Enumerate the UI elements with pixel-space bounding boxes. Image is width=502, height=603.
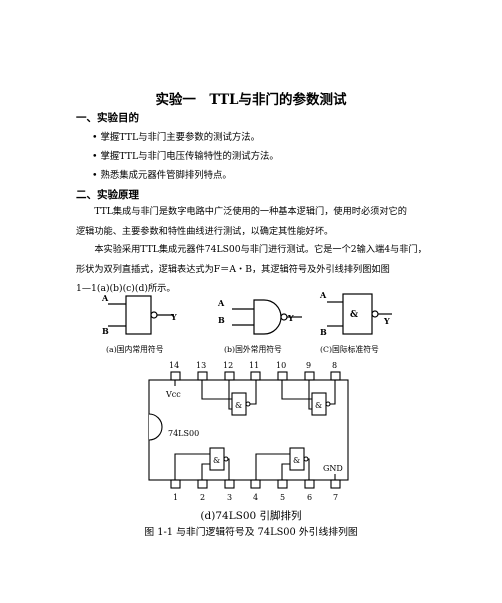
pin-5 [277,479,288,489]
pin-label-4: 4 [253,493,258,502]
pin-label-3: 3 [227,493,232,502]
pin-label-6: 6 [307,493,312,502]
symbol-b-output-y: Y [287,313,294,323]
paragraph-line: 1—1(a)(b)(c)(d)所示。 [76,283,176,294]
pin-14 [170,371,181,381]
paragraph-line: 逻辑功能、主要参数和特性曲线进行测试，以确定其性能好坏。 [76,225,334,237]
pin-label-2: 2 [200,493,205,502]
symbol-a-input-b: B [102,326,109,336]
gate-and-sign: & [213,456,220,465]
symbol-c-iec [327,293,392,335]
symbol-c-input-b: B [320,327,327,337]
pin-label-11: 11 [249,361,259,370]
symbol-a-domestic [108,295,174,335]
gnd-label: GND [323,464,343,473]
symbol-b-input-a: A [217,298,225,308]
symbol-c-and-sign: & [350,310,358,320]
section-heading-principle: 二、实验原理 [76,189,139,201]
caption-c: (C)国际标准符号 [320,344,379,354]
vcc-label: Vcc [165,390,181,399]
symbol-c-input-a: A [319,290,327,300]
pin-6 [304,479,315,489]
pin-label-12: 12 [223,361,233,370]
pin-4 [250,479,261,489]
chip-caption: (d)74LS00 引脚排列 [200,510,302,522]
gate-and-sign: & [235,401,242,410]
logic-symbols-figure: A B Y A B Y A B Y & (a)国内常用符号 (b)国外常用符号 … [101,290,392,354]
pin-label-9: 9 [306,361,311,370]
paragraph-1: TTL集成与非门是数字电路中广泛使用的一种基本逻辑门，使用时必须对它的 逻辑功能… [76,202,407,241]
pin-label-13: 13 [196,361,206,370]
figure-caption: 图 1-1 与非门逻辑符号及 74LS00 外引线排列图 [144,527,358,538]
gate-and-sign: & [293,456,300,465]
pin-label-8: 8 [332,361,337,370]
pin-label-5: 5 [280,493,285,502]
pin-2 [197,479,208,489]
chip-notch [148,413,163,441]
pin-11 [250,371,261,381]
chip-name-label: 74LS00 [168,429,199,438]
pin-1 [170,479,181,489]
section-heading-purpose: 一、实验目的 [76,112,139,124]
pin-label-14: 14 [169,361,179,370]
caption-a: (a)国内常用符号 [106,344,164,354]
bullet-item: • 掌握TTL与非门电压传输特性的测试方法。 [92,151,279,162]
paragraph-line: 形状为双列直插式，逻辑表达式为F＝A・B，其逻辑符号及外引线排列图如图 [76,263,390,275]
paragraph-line: 本实验采用TTL集成元器件74LS00与非门进行测试。它是一个2输入端4与非门， [76,244,427,255]
pin-8 [330,371,341,381]
pin-3 [224,479,235,489]
bullet-item: • 熟悉集成元器件管脚排列特点。 [92,170,232,181]
pin-9 [304,371,315,381]
gate-and-sign: & [315,401,322,410]
paragraph-2: 本实验采用TTL集成元器件74LS00与非门进行测试。它是一个2输入端4与非门，… [76,240,427,299]
symbol-b-foreign [232,299,302,335]
pin-13 [197,371,208,381]
pin-7 [330,479,341,489]
pin-label-7: 7 [333,493,338,502]
pin-12 [224,371,235,381]
symbol-b-input-b: B [218,315,225,325]
caption-b: (b)国外常用符号 [224,344,282,354]
symbol-c-output-y: Y [383,316,390,326]
chip-pinout-diagram: 14 13 12 11 10 9 8 1 2 3 4 5 6 7 Vcc 74L… [148,361,349,502]
paragraph-line: TTL集成与非门是数字电路中广泛使用的一种基本逻辑门，使用时必须对它的 [76,206,407,217]
bullet-item: • 掌握TTL与非门主要参数的测试方法。 [92,132,261,143]
pin-label-10: 10 [276,361,286,370]
symbol-a-input-a: A [101,293,109,303]
pin-label-1: 1 [173,493,178,502]
symbol-a-output-y: Y [170,312,177,322]
page-title: 实验一 TTL与非门的参数测试 [155,92,347,108]
pin-10 [277,371,288,381]
